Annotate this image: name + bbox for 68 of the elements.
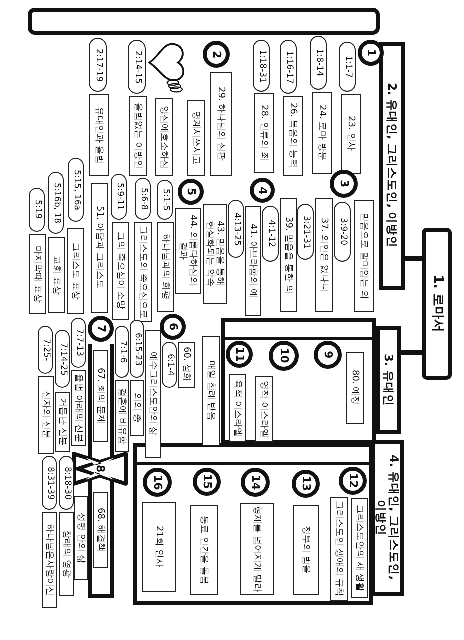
section-frame — [133, 443, 373, 605]
topic-box: 믿음으로 말미암는 의 — [354, 200, 374, 312]
topic-box: 26. 복음의 능력 — [283, 96, 303, 176]
topic-box: 육적 이스라엘 — [229, 374, 246, 442]
number-circle: 6 — [160, 314, 186, 340]
number-circle: 4 — [250, 178, 275, 203]
connector-line — [405, 256, 422, 262]
topic-box: 28. 인류의 죄 — [254, 93, 274, 173]
topic-box: 장래의 영광 — [59, 512, 74, 596]
number-circle: 9 — [314, 341, 342, 369]
number-circle: 15 — [193, 468, 221, 496]
topic-box: 51. 아담과 그리스도 — [91, 183, 108, 313]
topic-box: 39. 믿음을 통한 의 — [280, 198, 297, 312]
number-circle: 2 — [203, 41, 230, 68]
bar-shape — [28, 8, 380, 35]
topic-box: 신자의 신분 — [38, 376, 54, 454]
topic-box: 마지막때 표상 — [29, 234, 46, 314]
topic-box: 43. 믿음을 통해 현실화되는 약속 — [203, 204, 227, 304]
number-circle: 7 — [88, 316, 114, 342]
number-circle: 13 — [292, 470, 320, 498]
topic-box: 성령 안의 삶 — [74, 496, 88, 580]
topic-box: 그리스도인 생애의 규칙 — [330, 497, 348, 601]
topic-box: 23. 인사 — [341, 94, 361, 174]
number-circle: 3 — [330, 170, 358, 198]
topic-box: 그의 죽으심이 소망 — [112, 222, 129, 320]
section-title-box: 4. 유대인, 그리스도인, 이방인 — [371, 440, 404, 596]
topic-box: 영적 이스라엘 — [255, 376, 273, 442]
connector-line — [401, 350, 422, 356]
topic-box: 하나님은사랑이신 — [42, 512, 57, 608]
topic-box: 41. 아브라함의 예 — [245, 206, 261, 316]
topic-box: 37. 의인은 없나니 — [315, 198, 333, 312]
topic-box: 44. 의롭다하심의 결과 — [175, 208, 201, 294]
topic-box: 그리스도 표상 — [67, 228, 84, 314]
topic-box: 동료 인간을 돌봄 — [190, 505, 218, 595]
number-circle: 1 — [358, 40, 384, 66]
topic-box: 그리스도의 죽으심으로 — [134, 222, 152, 322]
number-circle: 14 — [241, 468, 270, 497]
topic-box: 유대인과 율법 — [89, 94, 109, 176]
topic-box: 율법없는 이방인 — [129, 96, 147, 176]
topic-box: 80. 예정 — [346, 352, 364, 424]
topic-box: 형제를 넘어지게 말라 — [240, 503, 274, 595]
topic-box: 결혼에 비유함 — [115, 380, 129, 452]
number-circle: 10 — [269, 341, 299, 371]
topic-box: 명계시쓰시고 — [187, 100, 205, 176]
topic-box: 하나님과의 화평 — [157, 222, 174, 312]
topic-box: 68. 해결책 — [93, 492, 108, 568]
topic-box: 67. 죄의 문제 — [93, 350, 108, 442]
topic-box: 60. 성화 — [178, 342, 195, 388]
topic-box: 정부의 법을 — [293, 505, 319, 595]
topic-box: 예수그리스도안의 삶 — [145, 330, 161, 458]
topic-box: 율법 아래의 신분 — [71, 370, 86, 446]
topic-box: 24. 로마 방문 — [312, 92, 332, 174]
topic-box: 거듭난 신분 — [55, 392, 70, 452]
number-circle: 11 — [226, 341, 253, 368]
number-circle: 5 — [178, 179, 204, 205]
topic-box: 의의 종 — [130, 380, 144, 436]
section-title-box: 3. 유대인 — [376, 326, 401, 434]
number-circle: 16 — [143, 468, 172, 497]
number-circle: 12 — [339, 467, 367, 495]
topic-box: 교회 표상 — [48, 237, 65, 313]
topic-box: 29. 하나님의 심판 — [210, 72, 232, 176]
section-frame — [221, 318, 376, 444]
title-box: 1. 로마서 — [422, 228, 452, 380]
section-title-box: 2. 유대인, 그리스도인, 이방인 — [379, 42, 405, 290]
topic-box: 양심에호소하심 — [155, 98, 173, 176]
topic-box: 그리스도안의 새 생활 — [351, 498, 368, 598]
topic-box: 매일 침례 받음 — [202, 336, 220, 446]
topic-box: 21회 인사 — [142, 502, 176, 592]
